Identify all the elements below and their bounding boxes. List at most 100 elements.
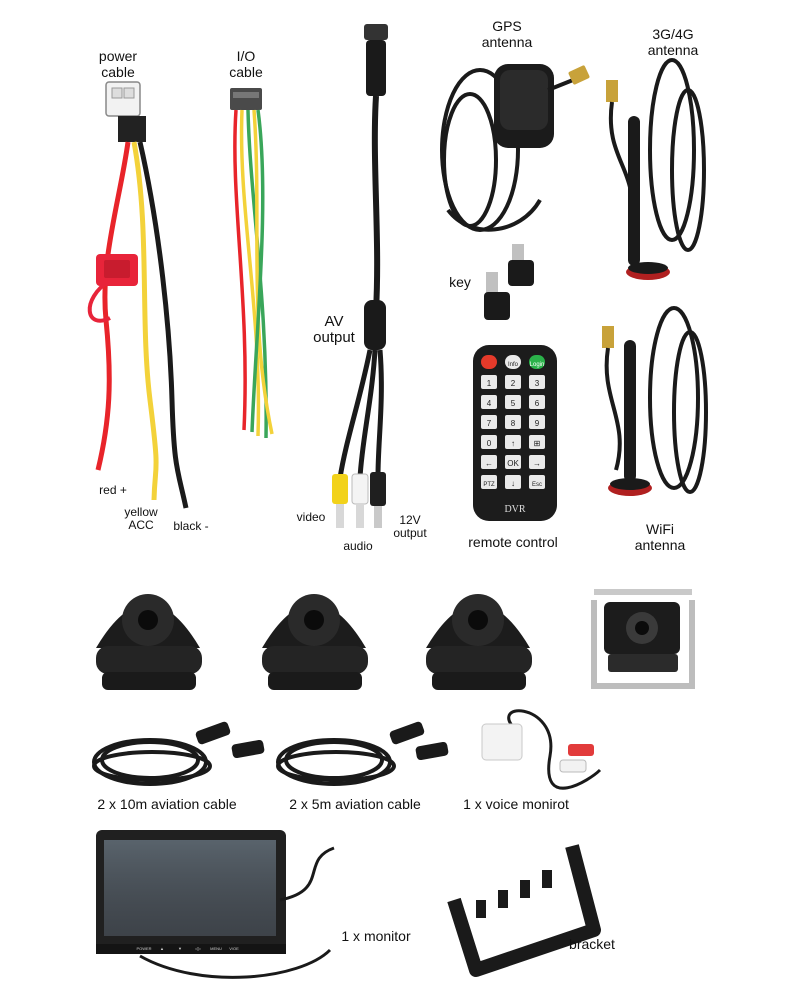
- red-wire-label: red +: [99, 483, 127, 497]
- bracket-label: bracket: [569, 936, 615, 952]
- power-cable: [87, 81, 189, 509]
- remote-key-label: 4: [487, 399, 492, 408]
- remote-key: 6: [529, 395, 545, 409]
- av-output-label-line2: output: [313, 329, 355, 346]
- dome-camera-3: [426, 594, 532, 690]
- av-output-label-line1: AV: [324, 313, 344, 330]
- remote-key: →: [529, 455, 545, 469]
- remote-key-label: ←: [485, 459, 493, 468]
- monitor-button-label: V/OE: [229, 946, 239, 951]
- yellow-wire-label-line1: yellow: [124, 505, 158, 519]
- monitor-button-label: ▼: [178, 946, 182, 951]
- black-wire-label: black -: [173, 519, 209, 533]
- remote-key-label: 9: [535, 419, 540, 428]
- aviation-cable-5m: [276, 721, 449, 786]
- power-cable-label: power cable: [92, 48, 144, 80]
- remote-key-label: Esc: [532, 482, 542, 488]
- key-label: key: [449, 274, 471, 290]
- remote-key: 2: [505, 375, 521, 389]
- remote-key: 3: [529, 375, 545, 389]
- remote-key-label: 8: [511, 419, 516, 428]
- monitor-button-label: ▲: [160, 946, 164, 951]
- remote-key: OK: [505, 455, 521, 469]
- remote-key: ↓: [505, 475, 521, 489]
- remote-key-label: 2: [511, 379, 516, 388]
- remote-key-label: 6: [535, 399, 540, 408]
- antenna-3g4g-label: 3G/4G antenna: [638, 26, 708, 58]
- remote-key-label: 7: [487, 419, 492, 428]
- antenna-3g4g-label-line2: antenna: [647, 42, 699, 58]
- remote-control-label: remote control: [468, 534, 558, 550]
- remote-key-label: ↓: [511, 479, 515, 488]
- audio-label: audio: [343, 539, 373, 553]
- voice-monitor-label: 1 x voice monirot: [463, 796, 569, 812]
- cable-5m-label: 2 x 5m aviation cable: [289, 796, 421, 812]
- remote-key: 9: [529, 415, 545, 429]
- yellow-wire-label-line2: ACC: [128, 518, 154, 532]
- remote-key-label: PTZ: [483, 482, 495, 488]
- output-12v-label: 12V output: [388, 514, 432, 540]
- remote-key-label: ↑: [511, 439, 515, 448]
- remote-key: [481, 355, 497, 369]
- av-output-label: AV output: [306, 314, 362, 346]
- av-output-cable: [332, 24, 388, 528]
- monitor-label: 1 x monitor: [341, 928, 411, 944]
- remote-key-label: Info: [508, 362, 519, 368]
- remote-key: 0: [481, 435, 497, 449]
- wifi-antenna-label-line2: antenna: [634, 537, 686, 553]
- monitor-button-label: MENU: [210, 946, 222, 951]
- wifi-antenna: [602, 306, 708, 496]
- io-cable-label-line1: I/O: [236, 48, 256, 64]
- remote-key-label: →: [533, 459, 541, 468]
- gps-antenna-label-line1: GPS: [492, 18, 522, 34]
- remote-key-label: 0: [487, 439, 492, 448]
- remote-key-label: 1: [487, 379, 492, 388]
- remote-key-label: OK: [507, 459, 519, 468]
- gps-antenna-label-line2: antenna: [481, 34, 533, 50]
- io-cable-label: I/O cable: [224, 48, 268, 80]
- wifi-antenna-label: WiFi antenna: [628, 521, 692, 553]
- wifi-antenna-label-line1: WiFi: [646, 521, 674, 537]
- output-12v-label-line1: 12V: [399, 513, 421, 527]
- remote-key-label: Login: [530, 362, 545, 368]
- remote-key-label: 5: [511, 399, 516, 408]
- aviation-cable-10m: [92, 721, 265, 786]
- video-label: video: [296, 510, 326, 524]
- monitor: POWER ▲ ▼ ◁▷ MENU V/OE: [96, 830, 335, 979]
- remote-key-label: 3: [535, 379, 540, 388]
- io-cable-label-line2: cable: [229, 64, 263, 80]
- antenna-3g4g-label-line1: 3G/4G: [652, 26, 694, 42]
- remote-key: PTZ: [481, 475, 497, 489]
- cable-10m-label: 2 x 10m aviation cable: [97, 796, 237, 812]
- remote-key: 7: [481, 415, 497, 429]
- monitor-button-label: ◁▷: [195, 946, 202, 951]
- power-cable-label-line2: cable: [101, 64, 135, 80]
- dome-camera-1: [96, 594, 202, 690]
- voice-monitor: [481, 709, 602, 790]
- io-cable: [230, 88, 274, 439]
- yellow-wire-label: yellow ACC: [118, 506, 164, 532]
- remote-key: 8: [505, 415, 521, 429]
- remote-key: 4: [481, 395, 497, 409]
- remote-key: 5: [505, 395, 521, 409]
- remote-key: ←: [481, 455, 497, 469]
- remote-key: 1: [481, 375, 497, 389]
- remote-key: Esc: [529, 475, 545, 489]
- remote-key: Info: [505, 355, 521, 369]
- power-cable-label-line1: power: [98, 48, 138, 64]
- bracket: [447, 844, 601, 977]
- remote-key-label: ⊞: [534, 439, 541, 448]
- rear-view-camera: [591, 589, 695, 689]
- remote-brand: DVR: [504, 504, 525, 515]
- antenna-3g4g: [606, 58, 706, 280]
- monitor-button-label: POWER: [136, 946, 151, 951]
- remote-key: ↑: [505, 435, 521, 449]
- remote-key: ⊞: [529, 435, 545, 449]
- remote-key: Login: [529, 355, 545, 369]
- dome-camera-2: [262, 594, 368, 690]
- gps-antenna: [440, 64, 590, 232]
- keys: [484, 244, 534, 320]
- gps-antenna-label: GPS antenna: [474, 18, 540, 50]
